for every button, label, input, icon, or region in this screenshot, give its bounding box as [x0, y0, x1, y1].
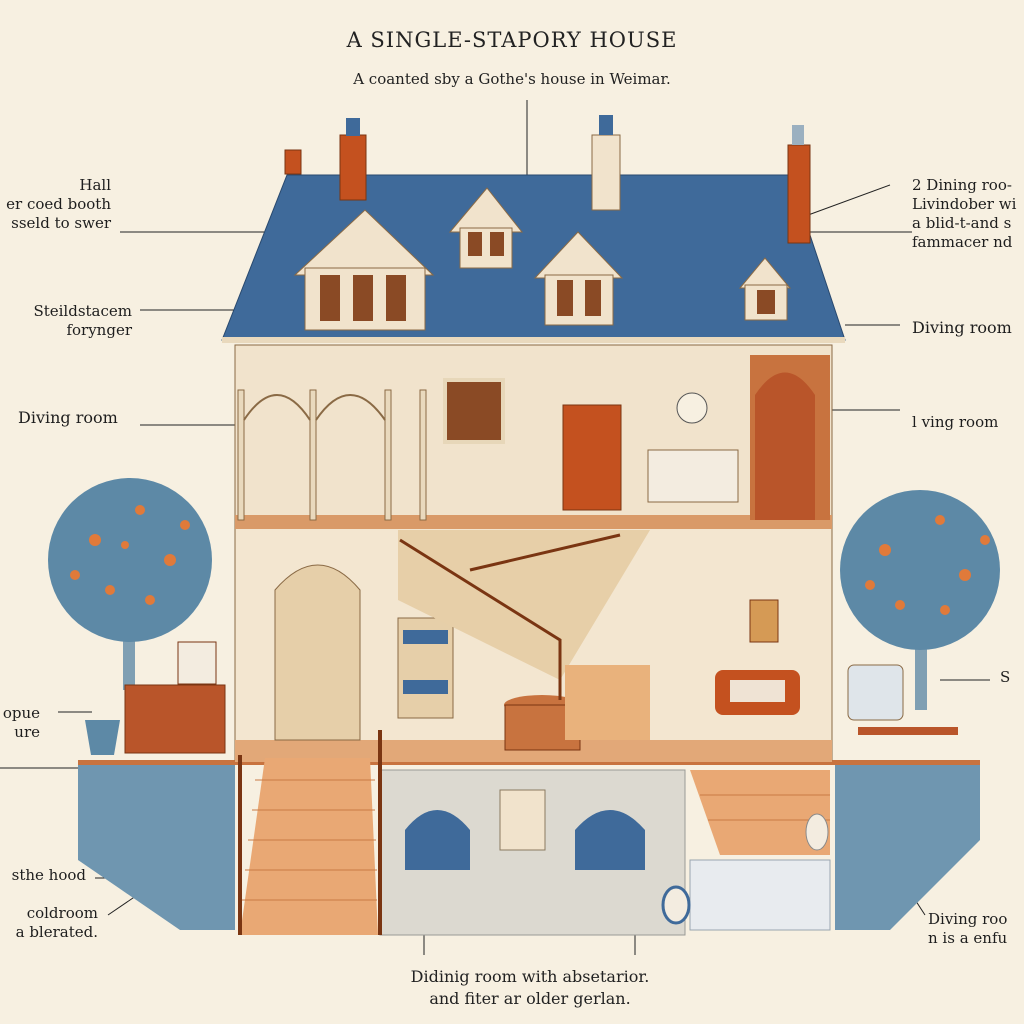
caption-line2: and fiter ar older gerlan.	[429, 989, 631, 1008]
label-s-right-line1: S	[1000, 668, 1011, 686]
front-steps	[238, 730, 830, 935]
label-dining-top-right: 2 Dining roo- Livindober wi a blid-t-and…	[912, 176, 1016, 252]
label-staircase: Steildstacem forynger	[33, 302, 132, 340]
label-staircase-line2: forynger	[66, 321, 132, 339]
foundation	[78, 760, 980, 936]
label-gothe-hood: sthe hood	[12, 866, 86, 885]
label-dining-top-line4: fammacer nd	[912, 233, 1013, 251]
staircase-icon	[398, 530, 650, 740]
label-antique-line2: ure	[14, 723, 40, 741]
label-coldroom: coldroom a blerated.	[16, 904, 98, 942]
label-diving-room-left: Diving room	[18, 408, 118, 427]
label-dining-right-line1: Diving room	[912, 318, 1012, 337]
antique-cabinet	[85, 641, 226, 755]
label-diving-room-bottom-right: Diving roo n is a enfu	[928, 910, 1007, 948]
tree-left	[48, 478, 212, 690]
sofa-icon	[715, 670, 800, 715]
label-hall-line1: Hall	[79, 176, 111, 194]
label-antique: opue ure	[3, 704, 40, 742]
label-antique-line1: opue	[2, 704, 40, 722]
chimney-icon	[284, 115, 811, 244]
label-hall-line3: sseld to swer	[11, 214, 111, 232]
diagram-subtitle: A coanted sby a Gothe's house in Weimar.	[353, 70, 671, 88]
label-diving-bottom-right-line1: Diving roo	[928, 910, 1008, 928]
dormer-window-icon	[320, 187, 792, 326]
caption-line1: Didinig room with absetarior.	[410, 967, 650, 986]
label-hall-line2: er coed booth	[6, 195, 111, 213]
label-gothe-hood-line1: sthe hood	[11, 866, 86, 884]
label-dining-top-line3: a blid-t-and s	[912, 214, 1012, 232]
label-diving-left-line1: Diving room	[18, 408, 118, 427]
tree-right	[840, 490, 1000, 710]
clock-icon	[676, 392, 708, 424]
door-icon	[562, 404, 622, 511]
label-s-right: S	[1000, 668, 1010, 687]
label-hall: Hall er coed booth sseld to swer	[6, 176, 111, 233]
diagram-title: A SINGLE-STAPORY HOUSE	[346, 28, 678, 52]
label-dining-top-line2: Livindober wi	[912, 195, 1017, 213]
caption: Didinig room with absetarior. and fiter …	[370, 966, 690, 1010]
label-coldroom-line2: a blerated.	[15, 923, 98, 941]
label-dining-top-line1: 2 Dining roo-	[912, 176, 1012, 194]
label-coldroom-line1: coldroom	[26, 904, 98, 922]
label-living-room-right: l ving room	[912, 413, 998, 432]
label-diving-bottom-right-line2: n is a enfu	[928, 929, 1008, 947]
label-staircase-line1: Steildstacem	[33, 302, 132, 320]
vase-icon	[661, 813, 829, 925]
label-living-right-line1: l ving room	[912, 413, 999, 431]
label-diving-room-right: Diving room	[912, 318, 1012, 337]
